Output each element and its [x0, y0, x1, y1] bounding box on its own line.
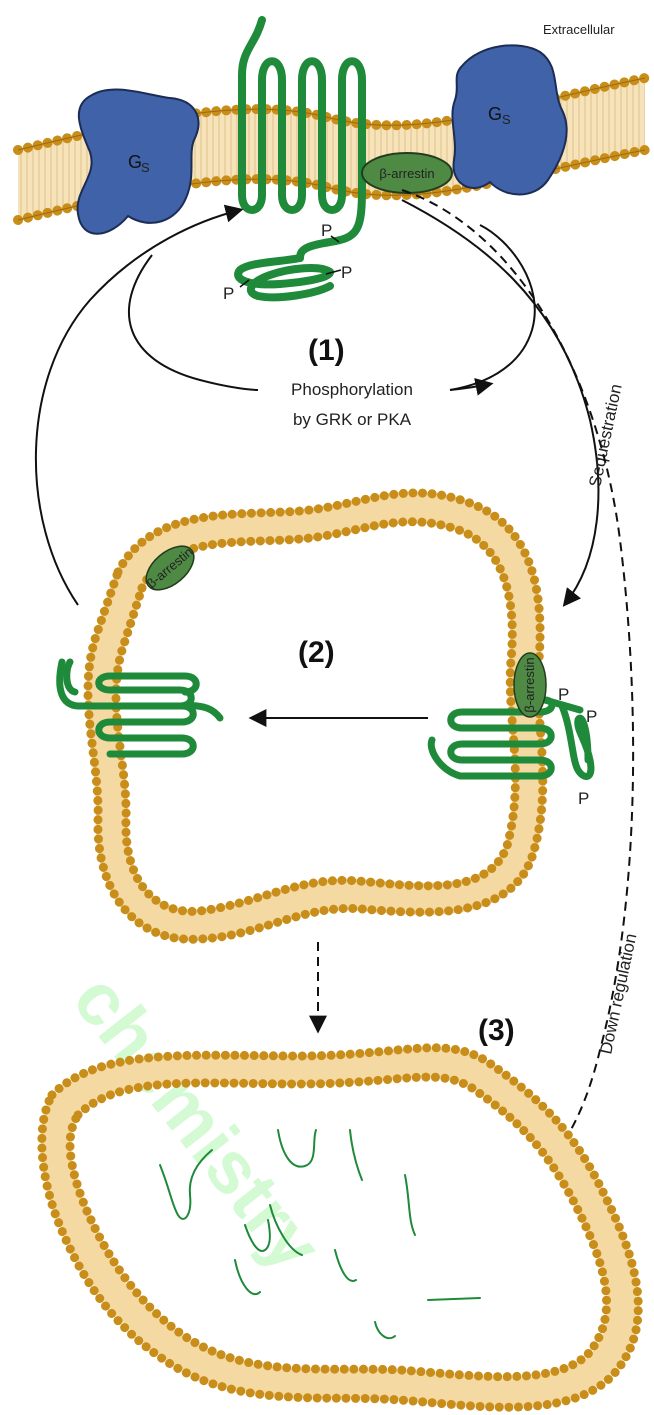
- step-1-label: (1): [308, 334, 345, 367]
- beta-arrestin-endosome-right: β-arrestin: [514, 653, 546, 717]
- phosphorylation-label-line2: by GRK or PKA: [293, 410, 412, 429]
- phosphate-label: P: [223, 284, 234, 303]
- gs-sub-right: S: [502, 112, 511, 127]
- phosphate-label: P: [321, 221, 332, 240]
- phosphate-label: P: [578, 789, 589, 808]
- gs-label-left: G: [128, 152, 142, 172]
- step-3-label: (3): [478, 1014, 515, 1047]
- gs-sub-left: S: [141, 160, 150, 175]
- g-protein-right: G S: [452, 45, 566, 194]
- g-protein-left: G S: [78, 90, 199, 234]
- extracellular-label: Extracellular: [543, 22, 615, 37]
- sequestration-label: Sequestration: [585, 382, 625, 489]
- step-2-label: (2): [298, 636, 335, 669]
- phosphate-group-right: P P P: [558, 685, 597, 808]
- beta-arrestin-label: β-arrestin: [522, 657, 537, 712]
- phosphate-label: P: [558, 685, 569, 704]
- beta-arrestin-top: β-arrestin: [362, 153, 452, 193]
- phosphate-label: P: [586, 707, 597, 726]
- beta-arrestin-label: β-arrestin: [379, 166, 434, 181]
- phosphate-label: P: [341, 263, 352, 282]
- phosphorylation-label-line1: Phosphorylation: [291, 380, 413, 399]
- gs-label-right: G: [488, 104, 502, 124]
- down-regulation-label: Down regulation: [596, 932, 640, 1056]
